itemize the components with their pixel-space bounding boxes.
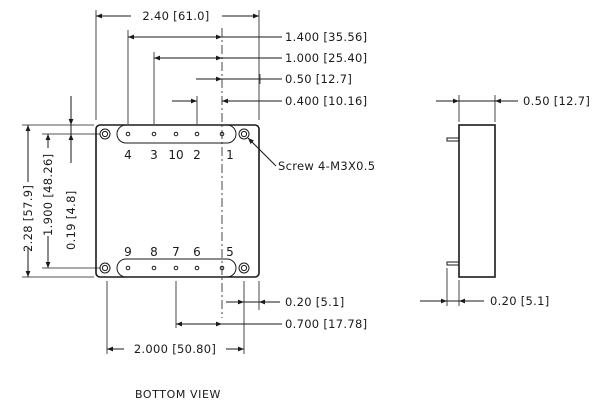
screw-callout: Screw 4-M3X0.5 <box>247 137 375 173</box>
dim-width-2-40: 2.40 [61.0] <box>95 9 260 120</box>
pin-8 <box>151 265 157 271</box>
dim-pitch-1-000-label: 1.000 [25.40] <box>285 51 367 65</box>
dim-pitch-0-400: 0.400 [10.16] <box>172 94 367 124</box>
pin-6 <box>194 265 200 271</box>
dim-pitch-0-50-label: 0.50 [12.7] <box>285 72 352 86</box>
pin-label-4: 4 <box>124 148 132 162</box>
pin-label-10: 10 <box>168 148 183 162</box>
dim-bottom-0-700-label: 0.700 [17.78] <box>285 317 367 331</box>
screw-hole-top-right <box>238 128 250 140</box>
dim-bottom-0-700: 0.700 [17.78] <box>176 317 367 331</box>
top-pin-slot <box>116 124 237 144</box>
screw-hole-bottom-right <box>238 262 250 274</box>
dim-offset-0-19: 0.19 [4.8] <box>64 96 78 250</box>
dim-bottom-2-000: 2.000 [50.80] <box>107 342 244 356</box>
bottom-pin-slot <box>116 258 237 278</box>
dim-pitch-1-400: 1.400 [35.56] <box>127 30 367 124</box>
side-view <box>446 124 496 278</box>
side-view-body <box>458 124 496 278</box>
side-view-pin-top <box>446 137 460 142</box>
pin-9 <box>125 265 131 271</box>
dim-bottom-2-000-label: 2.000 [50.80] <box>134 342 216 356</box>
dim-side-0-50-label: 0.50 [12.7] <box>523 94 590 108</box>
screw-hole-top-left <box>99 128 111 140</box>
dim-height-2-28-label: 2.28 [57.9] <box>21 185 35 252</box>
dim-offset-0-19-label: 0.19 [4.8] <box>64 190 78 250</box>
bottom-pin-labels: 9 8 7 6 5 <box>124 245 234 259</box>
pin-label-7: 7 <box>172 245 180 259</box>
pin-7 <box>173 265 179 271</box>
dim-bottom-0-20-label: 0.20 [5.1] <box>285 295 345 309</box>
screw-holes <box>99 128 250 274</box>
pin-label-1: 1 <box>226 148 234 162</box>
top-pins <box>125 131 225 137</box>
screw-hole-bottom-left <box>99 262 111 274</box>
pin-label-2: 2 <box>193 148 201 162</box>
dim-bottom-0-20: 0.20 [5.1] <box>226 295 345 309</box>
pin-4 <box>125 131 131 137</box>
pin-label-9: 9 <box>124 245 132 259</box>
dim-height-1-900: 1.900 [48.26] <box>41 134 55 268</box>
pin-label-6: 6 <box>193 245 201 259</box>
dim-side-0-20: 0.20 [5.1] <box>420 268 550 308</box>
dim-width-2-40-label: 2.40 [61.0] <box>142 9 209 23</box>
pin-label-5: 5 <box>226 245 234 259</box>
dim-pitch-1-400-label: 1.400 [35.56] <box>285 30 367 44</box>
bottom-pins <box>125 265 225 271</box>
pin-3 <box>151 131 157 137</box>
view-caption: BOTTOM VIEW <box>135 388 221 401</box>
dim-side-0-20-label: 0.20 [5.1] <box>490 294 550 308</box>
dim-height-2-28: 2.28 [57.9] <box>21 125 35 277</box>
pin-label-3: 3 <box>150 148 158 162</box>
dim-pitch-0-400-label: 0.400 [10.16] <box>285 94 367 108</box>
dim-pitch-1-000: 1.000 [25.40] <box>153 51 367 124</box>
pin-2 <box>194 131 200 137</box>
dim-side-0-50: 0.50 [12.7] <box>436 94 590 122</box>
dim-height-1-900-label: 1.900 [48.26] <box>41 154 55 236</box>
side-view-pin-bottom <box>446 261 460 266</box>
screw-label: Screw 4-M3X0.5 <box>278 159 375 173</box>
pin-10 <box>173 131 179 137</box>
top-pin-labels: 4 3 10 2 1 <box>124 148 234 162</box>
pin-label-8: 8 <box>150 245 158 259</box>
dim-pitch-0-50: 0.50 [12.7] <box>196 72 352 86</box>
